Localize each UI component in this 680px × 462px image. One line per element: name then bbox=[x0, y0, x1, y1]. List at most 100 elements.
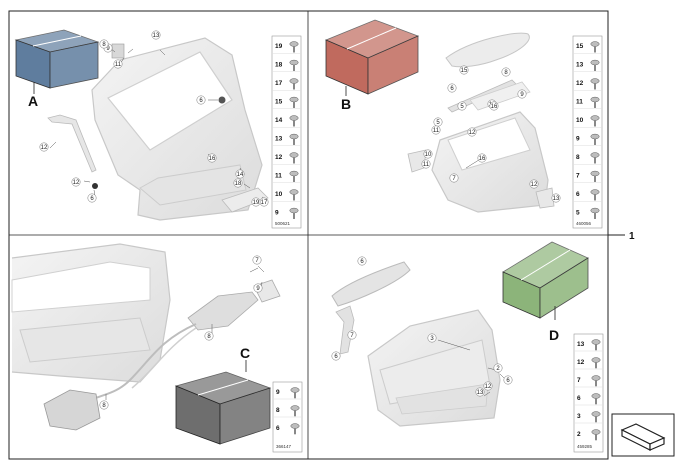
callout-number[interactable]: 16 bbox=[491, 104, 498, 110]
callout-number[interactable]: 6 bbox=[199, 98, 203, 104]
callout-number[interactable]: 7 bbox=[350, 333, 354, 339]
fastener-icon bbox=[590, 59, 600, 66]
legend-part-number[interactable]: 8 bbox=[276, 407, 280, 414]
callout-number[interactable]: 18 bbox=[235, 181, 242, 187]
fastener-shank-icon bbox=[595, 416, 597, 423]
legend-part-number[interactable]: 14 bbox=[275, 117, 283, 124]
legend-part-number[interactable]: 11 bbox=[275, 173, 282, 180]
callout-number[interactable]: 7 bbox=[255, 258, 259, 264]
legend-part-number[interactable]: 13 bbox=[275, 136, 283, 143]
legend-part-number[interactable]: 6 bbox=[576, 191, 580, 198]
callout-number[interactable]: 6 bbox=[506, 378, 510, 384]
panel-c: C bbox=[11, 243, 281, 445]
callout-number[interactable]: 11 bbox=[423, 162, 430, 168]
legend-part-number[interactable]: 11 bbox=[576, 99, 583, 106]
callout-number[interactable]: 12 bbox=[73, 180, 80, 186]
callout-number[interactable]: 17 bbox=[261, 200, 268, 206]
fastener-shank-icon bbox=[595, 362, 597, 369]
legend-part-number[interactable]: 7 bbox=[576, 173, 580, 180]
legend-part-number[interactable]: 12 bbox=[275, 154, 283, 161]
callout-marker bbox=[196, 95, 206, 105]
fastener-icon bbox=[590, 170, 600, 177]
callout-number[interactable]: 19 bbox=[253, 200, 260, 206]
fastener-icon bbox=[289, 207, 299, 214]
fastener-icon bbox=[590, 189, 600, 195]
callout-number[interactable]: 12 bbox=[531, 182, 538, 188]
panel-c-callouts: 7 9 8 8 bbox=[99, 255, 263, 410]
panel-c-ref-number: 366147 bbox=[276, 444, 292, 449]
legend-part-number[interactable]: 12 bbox=[577, 359, 585, 366]
callout-number[interactable]: 15 bbox=[461, 68, 468, 74]
fastener-icon bbox=[289, 170, 299, 177]
legend-part-number[interactable]: 9 bbox=[275, 210, 279, 217]
callout-number[interactable]: 8 bbox=[102, 403, 106, 409]
callout-number[interactable]: 3 bbox=[430, 336, 434, 342]
legend-part-number[interactable]: 18 bbox=[275, 62, 283, 69]
legend-part-number[interactable]: 19 bbox=[275, 43, 283, 50]
fastener-shank-icon bbox=[293, 46, 295, 53]
callout-marker bbox=[467, 127, 477, 137]
kit-c-letter: C bbox=[240, 345, 250, 361]
callout-number[interactable]: 16 bbox=[209, 156, 216, 162]
callout-number[interactable]: 5 bbox=[460, 104, 464, 110]
callout-number[interactable]: 6 bbox=[334, 354, 338, 360]
legend-part-number[interactable]: 12 bbox=[576, 80, 584, 87]
fastener-icon bbox=[591, 375, 601, 381]
callout-number[interactable]: 9 bbox=[520, 92, 524, 98]
legend-part-number[interactable]: 13 bbox=[577, 341, 585, 348]
callout-marker bbox=[87, 193, 97, 203]
callout-number[interactable]: 16 bbox=[479, 156, 486, 162]
fastener-shank-icon bbox=[293, 64, 295, 71]
kit-d-box[interactable] bbox=[502, 241, 589, 319]
callout-number[interactable]: 13 bbox=[477, 390, 484, 396]
legend-part-number[interactable]: 9 bbox=[576, 136, 580, 143]
legend-part-number[interactable]: 5 bbox=[576, 210, 580, 217]
callout-number[interactable]: 6 bbox=[90, 196, 94, 202]
legend-part-number[interactable]: 15 bbox=[576, 43, 584, 50]
panel-c-legend: 9 8 6 366147 bbox=[272, 381, 303, 453]
legend-part-number[interactable]: 7 bbox=[577, 377, 581, 384]
callout-number[interactable]: 5 bbox=[436, 120, 440, 126]
callout-number[interactable]: 9 bbox=[106, 46, 110, 52]
kit-b-box[interactable] bbox=[324, 19, 420, 95]
callout-number[interactable]: 6 bbox=[360, 259, 364, 265]
kit-a-box[interactable] bbox=[14, 29, 100, 89]
legend-part-number[interactable]: 3 bbox=[577, 413, 581, 420]
callout-number[interactable]: 12 bbox=[41, 145, 48, 151]
legend-part-number[interactable]: 10 bbox=[275, 191, 283, 198]
callout-number[interactable]: 8 bbox=[102, 42, 106, 48]
legend-part-number[interactable]: 9 bbox=[276, 389, 280, 396]
callout-number[interactable]: 12 bbox=[485, 384, 492, 390]
legend-part-number[interactable]: 6 bbox=[577, 395, 581, 402]
callout-number[interactable]: 8 bbox=[207, 334, 211, 340]
callout-number[interactable]: 13 bbox=[153, 33, 160, 39]
callout-number[interactable]: 13 bbox=[553, 196, 560, 202]
legend-part-number[interactable]: 8 bbox=[576, 154, 580, 161]
callout-number[interactable]: 11 bbox=[115, 62, 122, 68]
fastener-shank-icon bbox=[594, 120, 596, 127]
legend-part-number[interactable]: 17 bbox=[275, 80, 283, 87]
legend-part-number[interactable]: 10 bbox=[576, 117, 584, 124]
legend-part-number[interactable]: 6 bbox=[276, 425, 280, 432]
legend-part-number[interactable]: 13 bbox=[576, 62, 584, 69]
fastener-icon bbox=[590, 96, 600, 103]
callout-number[interactable]: 6 bbox=[450, 86, 454, 92]
callout-number[interactable]: 8 bbox=[504, 70, 508, 76]
callout-number[interactable]: 14 bbox=[237, 172, 244, 178]
callout-number[interactable]: 9 bbox=[256, 286, 260, 292]
fastener-icon bbox=[290, 423, 300, 429]
kit-c-box[interactable] bbox=[174, 371, 272, 445]
callout-marker bbox=[251, 197, 261, 207]
callout-number[interactable]: 7 bbox=[452, 176, 456, 182]
callout-marker bbox=[483, 381, 493, 391]
callout-number[interactable]: 10 bbox=[425, 152, 432, 158]
legend-part-number[interactable]: 2 bbox=[577, 431, 581, 438]
fastener-icon bbox=[289, 78, 299, 84]
legend-part-number[interactable]: 15 bbox=[275, 99, 283, 106]
callout-number[interactable]: 2 bbox=[496, 366, 500, 372]
callout-number[interactable]: 12 bbox=[469, 130, 476, 136]
fastener-icon bbox=[289, 59, 299, 66]
callout-number[interactable]: 11 bbox=[433, 128, 440, 134]
next-page-arrow-icon[interactable] bbox=[611, 413, 675, 457]
